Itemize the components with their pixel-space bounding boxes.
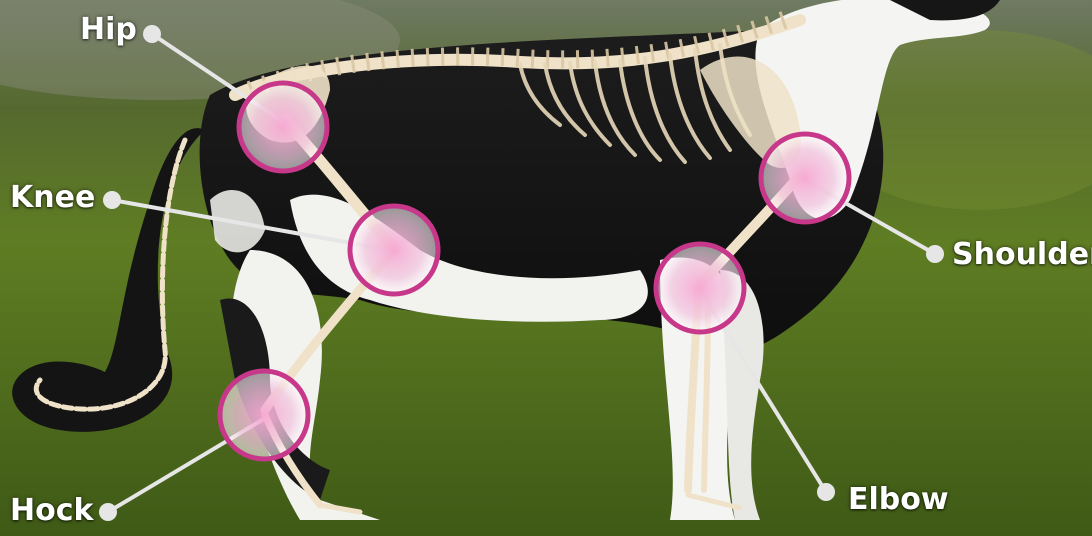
hock-joint-circle bbox=[220, 371, 308, 459]
elbow-joint-circle bbox=[656, 244, 744, 332]
knee-joint-circle bbox=[350, 206, 438, 294]
hip-joint-circle bbox=[239, 83, 327, 171]
shoulder-label: Shoulder bbox=[952, 240, 1092, 270]
hock-label: Hock bbox=[10, 496, 93, 526]
elbow-label: Elbow bbox=[848, 485, 949, 515]
hip-label: Hip bbox=[80, 15, 137, 45]
shoulder-joint-circle bbox=[761, 134, 849, 222]
knee-label: Knee bbox=[10, 183, 95, 213]
